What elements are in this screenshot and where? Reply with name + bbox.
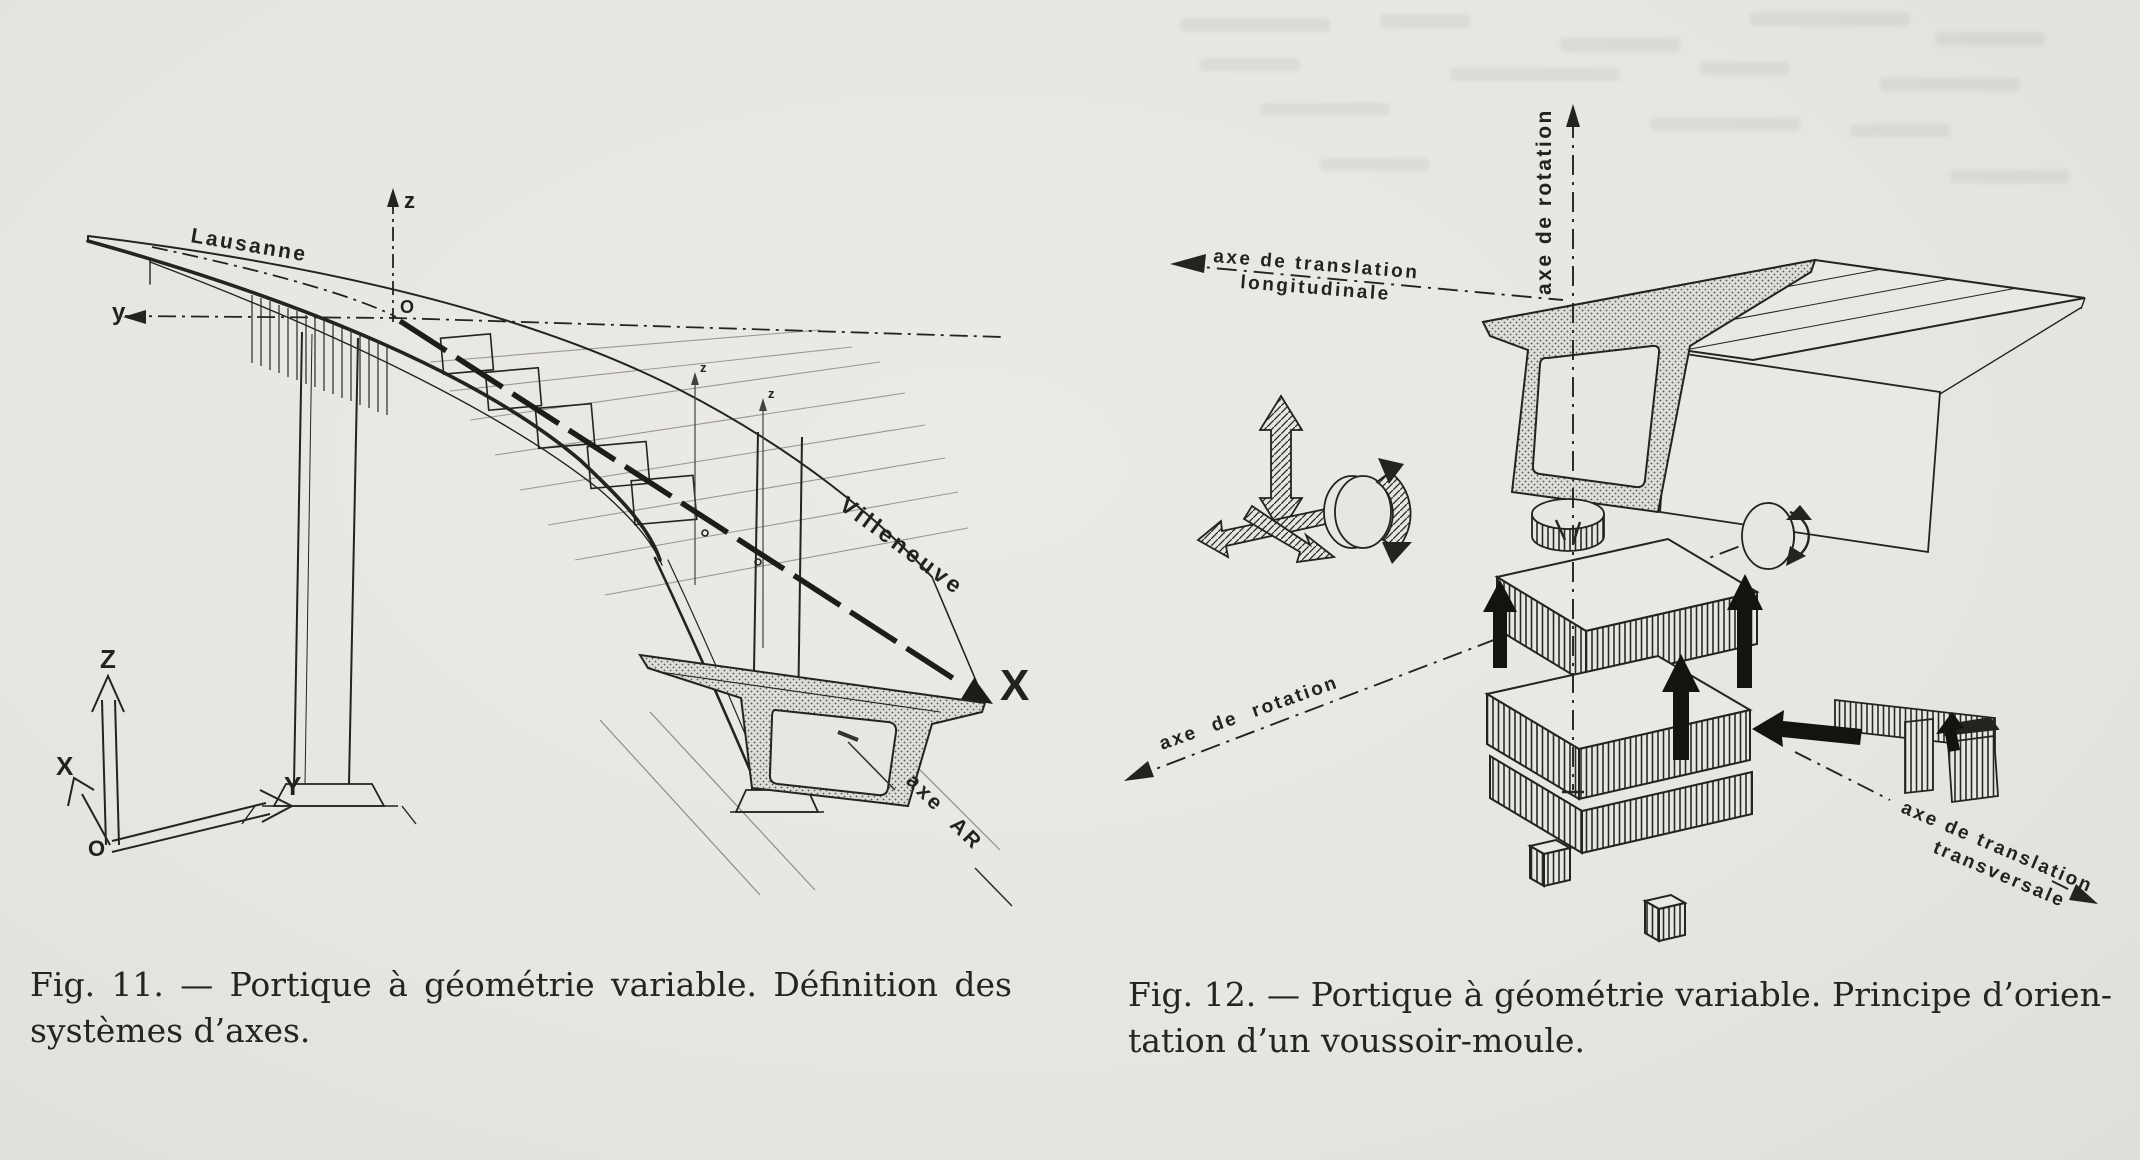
corner-x-label: X: [56, 751, 74, 781]
turntable-cylinder: [1531, 498, 1605, 552]
axe-ar-label: axe AR: [901, 769, 987, 855]
dof-arrow-cluster: [1196, 394, 1412, 564]
figure11-caption: Fig. 11. — Portique à géométrie variable…: [30, 964, 1012, 1052]
figure12-caption: Fig. 12. — Portique à géométrie variable…: [1128, 974, 2112, 1062]
x-axis-arrow: [398, 318, 993, 704]
jack-force-arrows: [1483, 574, 1964, 760]
segment-frames: [439, 333, 762, 566]
rotation-axis-horizontal-label: axe de rotation: [1157, 672, 1342, 755]
corner-o-label: O: [88, 836, 105, 861]
local-z-axes: [691, 372, 767, 648]
platform-stack: [1484, 537, 1760, 943]
bleed-through-texture: [1180, 12, 2070, 183]
corner-y-label: Y: [284, 771, 301, 801]
figure11-caption-line1: Fig. 11. — Portique à géométrie variable…: [30, 965, 1012, 1004]
rotation-axis-vertical: [1562, 104, 1584, 794]
side-rotation-disc: [1741, 502, 1812, 570]
axe-ar-line: [837, 730, 1013, 907]
local-z-label-1: z: [700, 360, 707, 375]
corner-z-label: Z: [100, 644, 116, 674]
origin-axes: [123, 188, 1003, 338]
y-axis-label: y: [112, 299, 126, 326]
x-axis-label: X: [1000, 661, 1029, 710]
figure12-drawing: axe de rotation axe de translation longi…: [1124, 12, 2098, 943]
z-axis-label: z: [404, 188, 415, 213]
local-z-label-2: z: [768, 386, 775, 401]
corner-axes-frame: [67, 673, 295, 853]
figure11-drawing: z z axe AR: [56, 188, 1029, 907]
lateral-jack: [1834, 698, 2000, 804]
villeneuve-label: Villeneuve: [835, 491, 970, 600]
translation-axis-transversal: [1794, 751, 2098, 904]
box-girder-section: [638, 653, 987, 808]
voussoir-segment: [1481, 258, 2086, 554]
rotation-axis-horizontal: [1124, 507, 1841, 781]
deck-fascia-hatching: [251, 295, 388, 415]
figure11-caption-line2: systèmes d’axes.: [30, 1011, 311, 1051]
origin-label: O: [400, 297, 414, 317]
translation-axis-longitudinal: [1170, 254, 1564, 301]
rotation-axis-vertical-label: axe de rotation: [1533, 108, 1556, 295]
figure12-caption-line1: Fig. 12. — Portique à géométrie variable…: [1128, 975, 2112, 1014]
figure12-caption-line2: tation d’un voussoir-moule.: [1128, 1021, 1585, 1061]
